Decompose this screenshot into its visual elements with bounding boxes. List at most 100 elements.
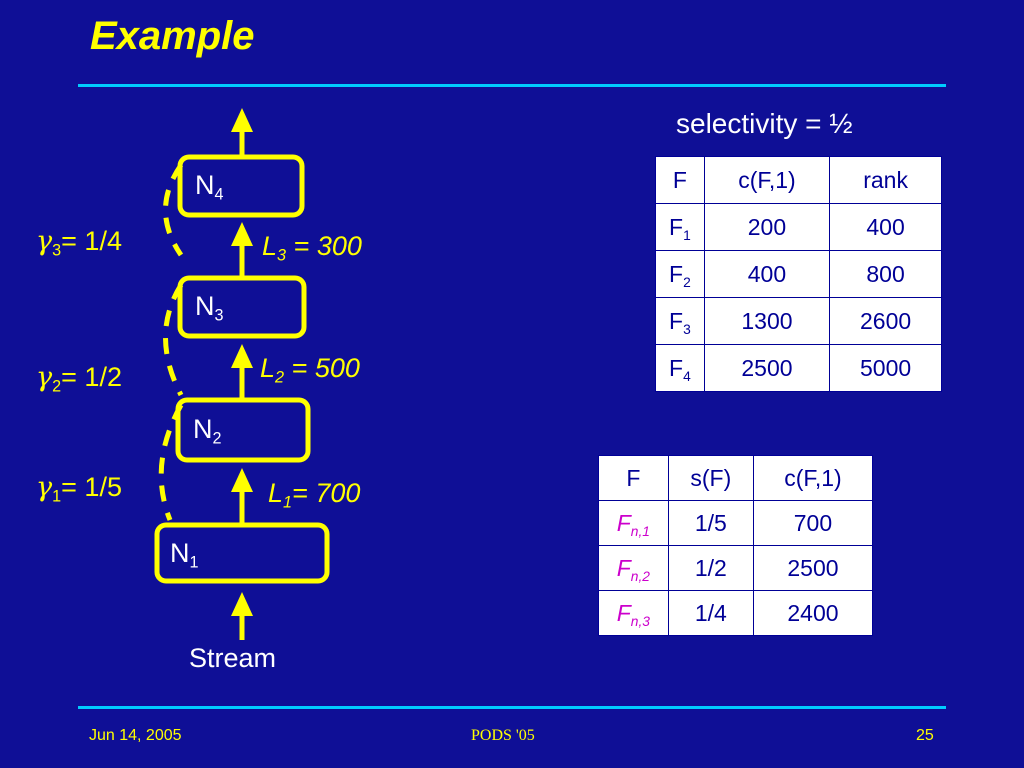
table-cell-cost: 700: [752, 500, 874, 546]
cell-text: F: [616, 509, 631, 536]
table-cell-selectivity: 1/5: [667, 500, 754, 546]
table-cell-selectivity: 1/2: [667, 545, 754, 591]
node-label-subscript: 3: [214, 306, 224, 325]
table-cell-cost: 1300: [703, 297, 831, 345]
selectivity-label: selectivity = ½: [676, 108, 853, 139]
table-cell-f: Fn,1: [598, 500, 669, 546]
table-row: F4 2500 5000: [655, 344, 942, 392]
cell-text: F: [669, 213, 684, 240]
table-header: F: [655, 156, 705, 204]
node-box-n3: [177, 275, 307, 339]
bottom-divider: [78, 706, 946, 709]
load-label-1: L1= 700: [268, 478, 361, 511]
load-subscript: 2: [275, 368, 285, 387]
load-label-3: L3 = 300: [262, 231, 362, 264]
table-cell-rank: 800: [829, 250, 942, 298]
table-cell-f: F3: [655, 297, 705, 345]
gamma-subscript: 2: [52, 377, 62, 396]
arrow-head-n2: [231, 468, 253, 492]
load-symbol: L: [262, 231, 278, 261]
node-label-subscript: 4: [214, 185, 224, 204]
gamma-subscript: 3: [52, 241, 62, 260]
cell-subscript: 4: [683, 368, 691, 384]
table-cell-f: F2: [655, 250, 705, 298]
cell-subscript: 3: [683, 321, 691, 337]
table-header: s(F): [667, 455, 754, 501]
dashed-curve-2: [163, 283, 184, 397]
node-label-n4: N4: [195, 170, 224, 203]
arrow-head-out: [231, 108, 253, 132]
table-row: Fn,3 1/4 2400: [598, 590, 874, 636]
cell-text: F: [669, 307, 684, 334]
table-header: c(F,1): [703, 156, 831, 204]
load-subscript: 1: [283, 493, 293, 512]
top-divider: [78, 84, 946, 87]
footer-page-number: 25: [916, 727, 934, 744]
table-cell-f: Fn,3: [598, 590, 669, 636]
load-value: = 300: [286, 231, 362, 261]
arrow-head-n4: [231, 222, 253, 246]
node-label-subscript: 2: [212, 429, 222, 448]
cell-subscript: n,3: [630, 613, 650, 629]
gamma-value: = 1/2: [61, 362, 122, 392]
table-cell-f: F1: [655, 203, 705, 251]
filter-table: F s(F) c(F,1) Fn,1 1/5 700 Fn,2 1/2 2500…: [598, 455, 874, 636]
rank-table: F c(F,1) rank F1 200 400 F2 400 800 F3 1…: [655, 156, 942, 392]
table-row: F3 1300 2600: [655, 297, 942, 345]
footer-conference: PODS '05: [471, 727, 535, 744]
node-label-text: N: [193, 414, 213, 444]
node-label-text: N: [195, 170, 215, 200]
load-value: = 700: [292, 478, 361, 508]
load-symbol: L: [268, 478, 284, 508]
gamma-symbol: γ: [36, 226, 53, 257]
stream-label: Stream: [189, 643, 277, 673]
gamma-label-1: γ1= 1/5: [36, 472, 122, 505]
table-cell-rank: 400: [829, 203, 942, 251]
dashed-curve-3: [163, 163, 184, 257]
node-label-n3: N3: [195, 291, 224, 324]
table-cell-rank: 2600: [829, 297, 942, 345]
cell-subscript: n,1: [630, 523, 650, 539]
table-cell-f: F4: [655, 344, 705, 392]
table-row: Fn,2 1/2 2500: [598, 545, 874, 591]
load-value: = 500: [284, 353, 360, 383]
node-label-subscript: 1: [189, 553, 199, 572]
table-header-row: F s(F) c(F,1): [598, 455, 874, 501]
table-cell-cost: 2400: [752, 590, 874, 636]
table-cell-cost: 2500: [752, 545, 874, 591]
gamma-subscript: 1: [52, 487, 62, 506]
footer-date: Jun 14, 2005: [89, 727, 182, 744]
node-label-text: N: [170, 538, 190, 568]
table-header: F: [598, 455, 669, 501]
table-cell-cost: 400: [703, 250, 831, 298]
gamma-value: = 1/4: [61, 226, 122, 256]
gamma-value: = 1/5: [61, 472, 122, 502]
load-symbol: L: [260, 353, 276, 383]
cell-text: F: [669, 260, 684, 287]
node-box-n4: [177, 154, 305, 218]
table-cell-cost: 200: [703, 203, 831, 251]
table-row: Fn,1 1/5 700: [598, 500, 874, 546]
cell-text: F: [616, 599, 631, 626]
arrow-head-n1: [231, 592, 253, 616]
table-header-row: F c(F,1) rank: [655, 156, 942, 204]
gamma-symbol: γ: [36, 362, 53, 393]
node-box-n2: [175, 397, 311, 463]
load-subscript: 3: [277, 246, 287, 265]
cell-text: F: [616, 554, 631, 581]
table-header: c(F,1): [752, 455, 874, 501]
gamma-symbol: γ: [36, 472, 53, 503]
node-label-text: N: [195, 291, 215, 321]
table-cell-rank: 5000: [829, 344, 942, 392]
table-cell-f: Fn,2: [598, 545, 669, 591]
arrow-head-n3: [231, 344, 253, 368]
gamma-label-2: γ2= 1/2: [36, 362, 122, 395]
cell-subscript: 1: [683, 227, 691, 243]
cell-subscript: 2: [683, 274, 691, 290]
table-row: F2 400 800: [655, 250, 942, 298]
node-label-n2: N2: [193, 414, 222, 447]
cell-text: F: [669, 354, 684, 381]
slide-title: Example: [90, 14, 255, 58]
node-label-n1: N1: [170, 538, 199, 571]
table-header: rank: [829, 156, 942, 204]
